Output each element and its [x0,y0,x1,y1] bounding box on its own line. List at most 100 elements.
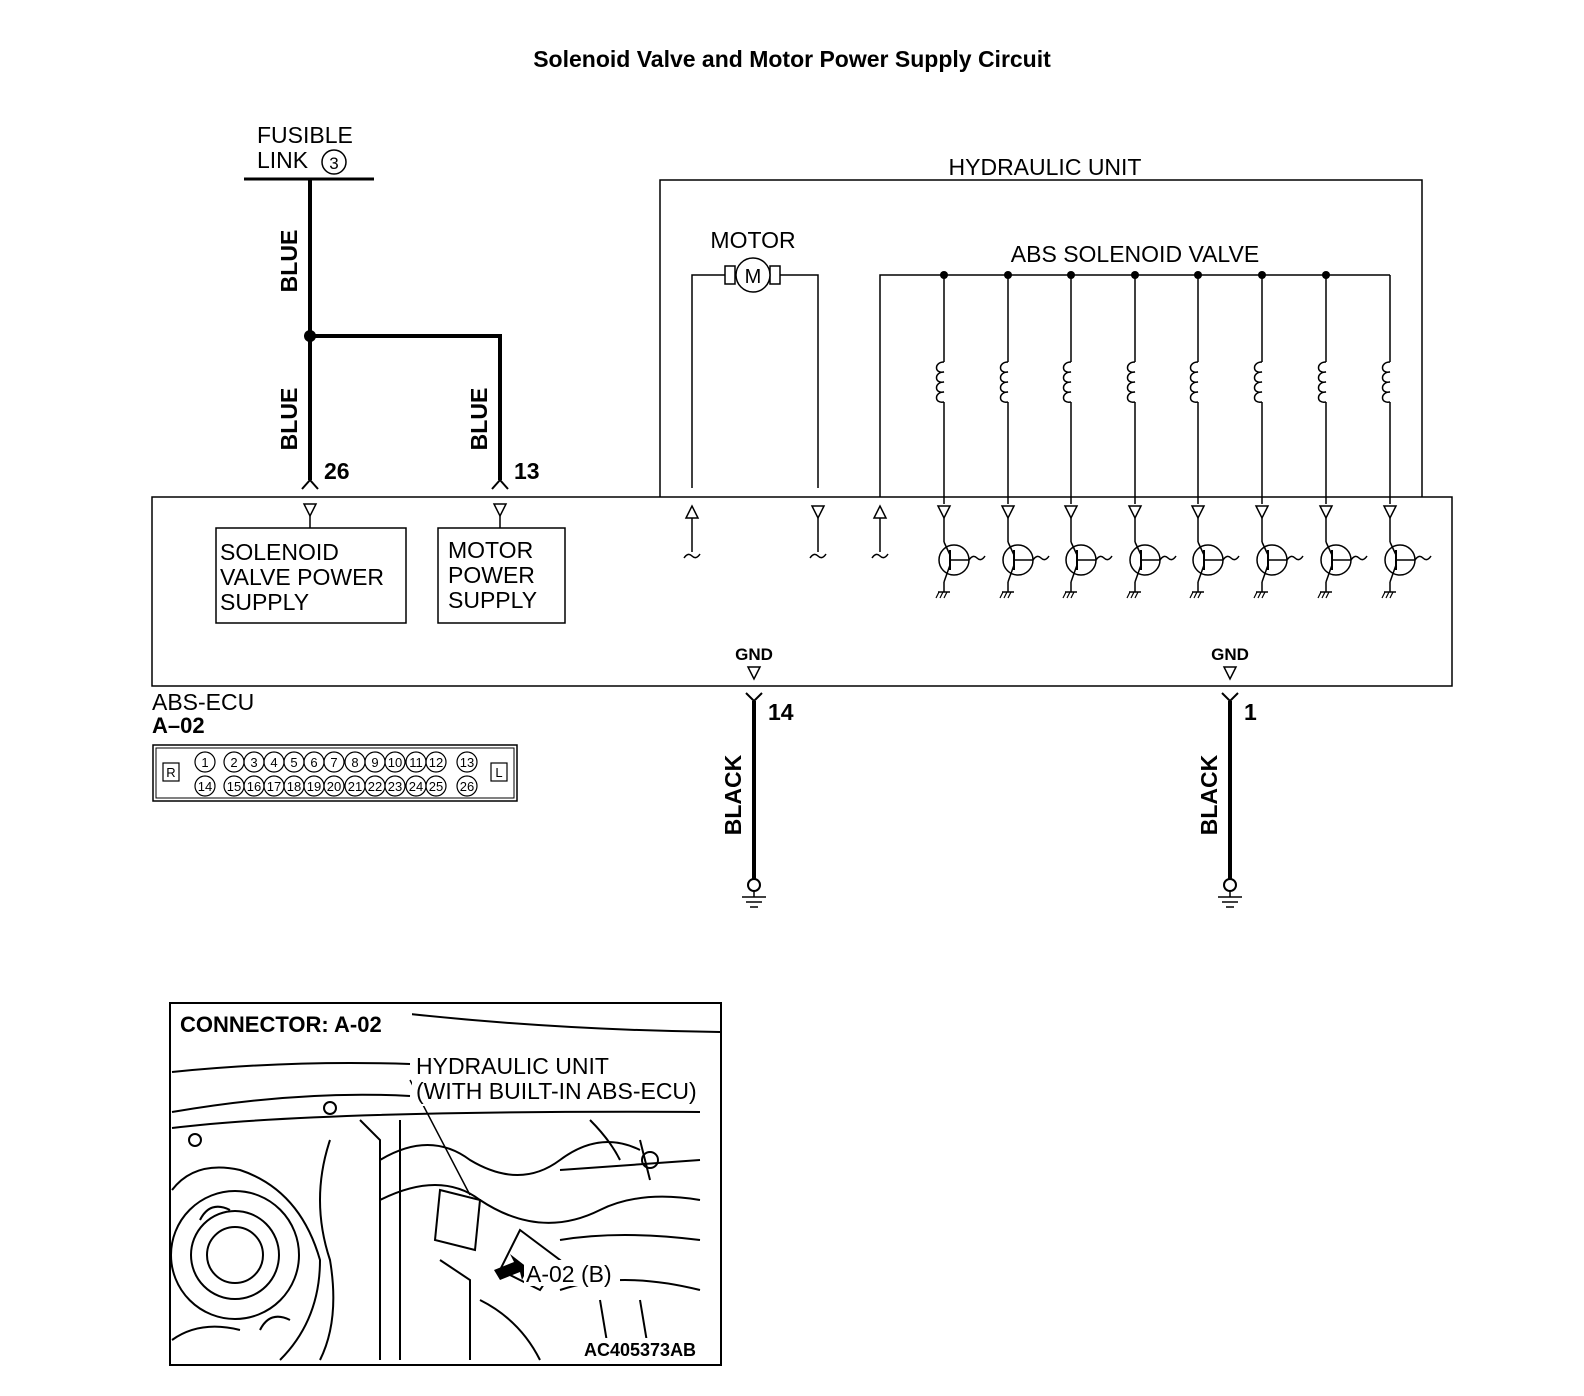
inset-unit-label-bg [412,1050,718,1106]
connector-left-tag-box [490,762,508,782]
pin-26-label: 26 [324,458,350,484]
solenoid-valve-group [879,271,1432,599]
blue-wire-harness [304,179,502,480]
connector-pin-bottom-7: 20 [327,779,341,794]
inset-connector-label: A-02 (B) [526,1261,612,1287]
solenoid-box-line2: VALVE POWER [220,564,384,590]
hydraulic-unit-outline [659,179,1423,497]
connector-pin-bottom-8: 21 [348,779,362,794]
ground-wire-14 [742,692,766,908]
connector-pin-top-8: 8 [351,755,358,770]
inset-unit-line2: (WITH BUILT-IN ABS-ECU) [416,1078,697,1104]
pin-13-label: 13 [514,458,540,484]
connector-pin-top-13: 13 [460,755,474,770]
abs-ecu-outline [151,496,1453,687]
connector-pin-top-7: 7 [330,755,337,770]
ground-wire-1 [1218,692,1242,908]
connector-right-tag: R [166,765,175,780]
solenoid-valve-2 [999,271,1050,599]
motor-symbol-letter: M [745,266,762,288]
fusible-link-label-line1: FUSIBLE [257,122,353,148]
connector-pin-top-9: 9 [371,755,378,770]
connector-pin-top-5: 5 [290,755,297,770]
solenoid-valve-8 [1381,275,1432,599]
connector-pin-top-1: 1 [201,755,208,770]
connector-pin-circle-bottom-1 [194,775,216,797]
gnd-label-left: GND [735,645,773,664]
solenoid-valve-4 [1126,271,1177,599]
connector-pin-circle-bottom-7 [323,775,345,797]
wire-color-blue-13: BLUE [466,388,492,451]
gnd-marker-right [1222,666,1238,681]
solenoid-box-line3: SUPPLY [220,589,309,615]
wire-color-black-14: BLACK [720,754,746,835]
ecu-name: ABS-ECU [152,689,254,715]
solenoid-common-bus [879,274,1390,497]
connector-pin-circle-top-10 [384,751,406,773]
connector-pin-circle-bottom-13 [456,775,478,797]
fusible-link-number-circle [321,149,347,175]
pin-26-terminal [301,478,319,490]
pin-13-input-marker [492,503,508,518]
hydraulic-unit-label: HYDRAULIC UNIT [949,154,1142,180]
motor-power-supply-box [437,527,566,624]
motor-symbol [691,257,819,488]
inset-title-bg [176,1010,412,1038]
connector-right-tag-box [162,762,180,782]
connector-pin-circle-top-12 [425,751,447,773]
connector-pin-bottom-12: 25 [429,779,443,794]
wire-color-blue-top: BLUE [276,230,302,293]
pin-26-input-marker [302,503,318,518]
pin-1-label: 1 [1244,699,1257,725]
connector-face-outline [152,744,518,802]
diagram-title: Solenoid Valve and Motor Power Supply Ci… [533,46,1051,72]
pin-13-terminal [491,478,509,490]
connector-pin-top-2: 2 [230,755,237,770]
motor-box-line2: POWER [448,562,535,588]
motor-box-line1: MOTOR [448,537,533,563]
gnd-marker-left [746,666,762,681]
connector-pin-top-12: 12 [429,755,443,770]
connector-pin-bottom-3: 16 [247,779,261,794]
connector-pin-circle-bottom-10 [384,775,406,797]
gnd-label-right: GND [1211,645,1249,664]
motor-terminal-markers [683,504,889,559]
connector-pin-bottom-13: 26 [460,779,474,794]
fusible-link-number: 3 [329,154,338,173]
inset-connector-label-bg [524,1260,620,1286]
connector-pin-bottom-2: 15 [227,779,241,794]
connector-pin-bottom-4: 17 [267,779,281,794]
wire-color-black-1: BLACK [1196,754,1222,835]
inset-figure-code: AC405373AB [584,1340,696,1360]
connector-pin-bottom-5: 18 [287,779,301,794]
connector-pin-top-11: 11 [409,755,423,770]
inset-figure-code-bg [582,1338,712,1360]
fusible-link-label-line2: LINK [257,147,309,173]
abs-solenoid-valve-label: ABS SOLENOID VALVE [1011,241,1259,267]
connector-pin-top-4: 4 [270,755,277,770]
connector-pin-circle-top-1 [194,751,216,773]
connector-pin-top-10: 10 [388,755,402,770]
pin-14-label: 14 [768,699,794,725]
solenoid-valve-1 [935,271,986,599]
motor-box-line3: SUPPLY [448,587,537,613]
solenoid-valve-power-supply-box [215,527,407,624]
connector-pin-circle-top-7 [323,751,345,773]
connector-left-tag: L [495,765,502,780]
solenoid-box-line1: SOLENOID [220,539,339,565]
connector-pin-top-6: 6 [310,755,317,770]
solenoid-valve-7 [1317,271,1368,599]
solenoid-valve-3 [1062,271,1113,599]
connector-pin-bottom-6: 19 [307,779,321,794]
motor-label: MOTOR [710,227,795,253]
ecu-connector-id: A–02 [152,713,205,738]
connector-pin-bottom-1: 14 [198,779,212,794]
connector-pin-circle-top-13 [456,751,478,773]
connector-face-inner [155,747,515,799]
inset-title: CONNECTOR: A-02 [180,1012,382,1037]
wire-color-blue-26: BLUE [276,388,302,451]
solenoid-valve-5 [1189,271,1240,599]
connector-pin-top-3: 3 [250,755,257,770]
